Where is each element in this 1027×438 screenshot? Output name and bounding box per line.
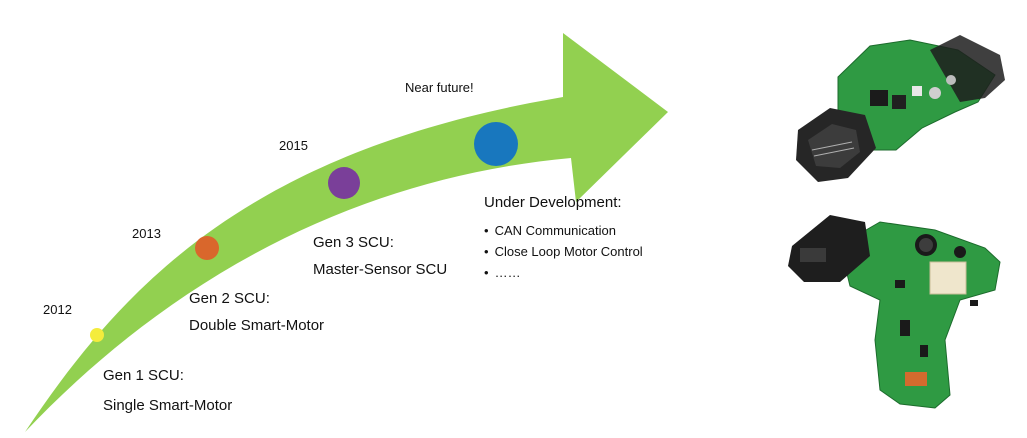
milestone-title-gen3: Gen 3 SCU: [313,234,394,251]
development-item-more: …… [494,265,521,280]
milestone-dot-2015 [328,167,360,199]
milestone-year-2012: 2012 [43,302,72,317]
near-future-label: Near future! [405,80,474,95]
list-item: CAN Communication [484,220,643,241]
development-item-can: CAN Communication [494,223,616,238]
pcb-board-icon [788,215,1001,409]
milestone-subtitle-gen2: Double Smart-Motor [189,317,325,334]
list-item: …… [484,262,643,283]
milestone-title-gen2: Gen 2 SCU: [189,290,270,307]
milestone-subtitle-gen1: Single Smart-Motor [103,397,233,414]
list-item: Close Loop Motor Control [484,241,643,262]
development-item-motor-control: Close Loop Motor Control [494,244,643,259]
milestone-year-2015: 2015 [279,138,308,153]
milestone-title-gen1: Gen 1 SCU: [103,367,184,384]
pcb-board-icon [796,35,1005,182]
milestone-year-2013: 2013 [132,226,161,241]
milestone-dot-future [474,122,518,166]
milestone-dot-2012 [90,328,104,342]
development-title: Under Development: [484,194,622,211]
milestone-dot-2013 [195,236,219,260]
milestone-subtitle-gen3: Master-Sensor SCU [313,261,448,278]
development-list: CAN Communication Close Loop Motor Contr… [484,220,643,283]
